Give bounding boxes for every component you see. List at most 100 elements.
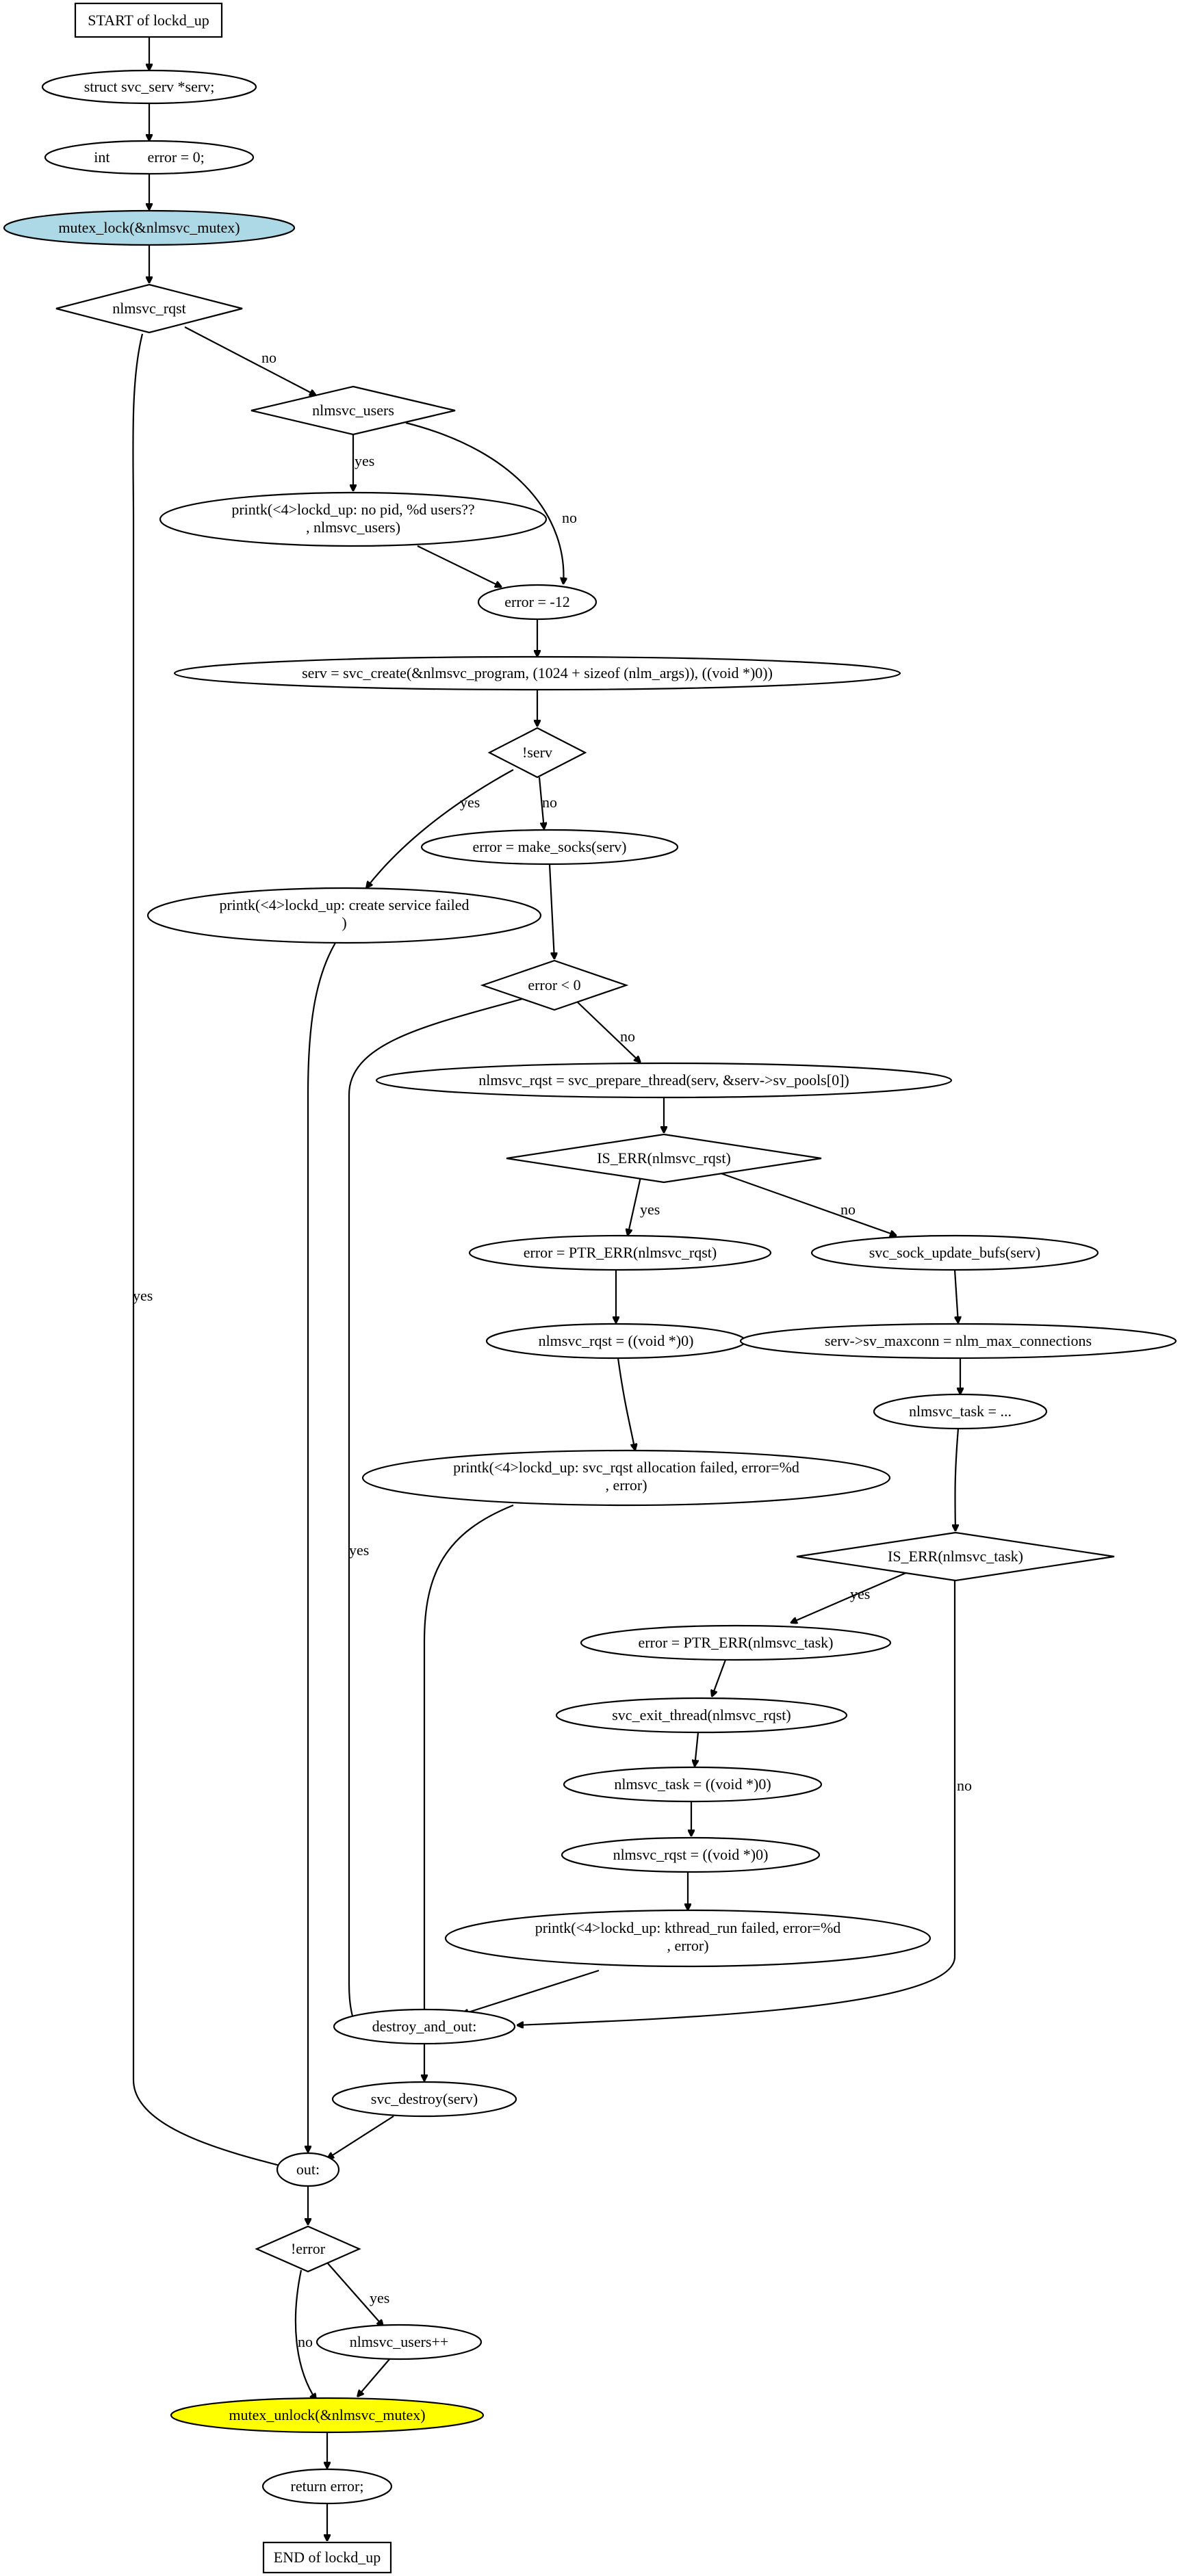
- svg-text:mutex_unlock(&nlmsvc_mutex): mutex_unlock(&nlmsvc_mutex): [229, 2406, 425, 2423]
- edge-label-serv-yes: yes: [460, 794, 480, 811]
- edge-if-not-error-unlock: [294, 2269, 316, 2400]
- edge-exit-task-null: [695, 1732, 699, 1767]
- node-if-is-err-task: IS_ERR(nlmsvc_task): [796, 1531, 1115, 1582]
- svg-text:out:: out:: [296, 2161, 320, 2178]
- node-svc-create: serv = svc_create(&nlmsvc_program, (1024…: [173, 655, 901, 691]
- edge-printk-failed-out: [308, 942, 336, 2152]
- edge-printk-error12: [417, 545, 502, 587]
- node-printk-kthread-failed: printk(<4>lockd_up: kthread_run failed, …: [444, 1909, 932, 1968]
- svg-text:printk(<4>lockd_up: no pid, %d: printk(<4>lockd_up: no pid, %d users??: [231, 501, 474, 518]
- svg-text:): ): [342, 914, 346, 931]
- svg-text:printk(<4>lockd_up: create ser: printk(<4>lockd_up: create service faile…: [219, 896, 469, 913]
- node-prepare-thread: nlmsvc_rqst = svc_prepare_thread(serv, &…: [375, 1062, 953, 1099]
- node-return-error: return error;: [261, 2468, 393, 2505]
- svg-text:nlmsvc_rqst: nlmsvc_rqst: [112, 300, 186, 317]
- svg-text:nlmsvc_task = ...: nlmsvc_task = ...: [909, 1403, 1012, 1420]
- edge-if-istask-destroy: [517, 1578, 956, 2025]
- edge-svc-destroy-out: [327, 2116, 394, 2159]
- node-if-serv: !serv: [487, 727, 587, 779]
- node-printk-no-pid: printk(<4>lockd_up: no pid, %d users?? ,…: [159, 491, 548, 547]
- edge-if-istask-ptr-err-task: [791, 1568, 914, 1623]
- svg-text:, error): , error): [667, 1937, 708, 1954]
- svg-text:mutex_lock(&nlmsvc_mutex): mutex_lock(&nlmsvc_mutex): [58, 219, 240, 236]
- node-if-nlmsvc-rqst: nlmsvc_rqst: [55, 283, 243, 334]
- svg-text:serv = svc_create(&nlmsvc_prog: serv = svc_create(&nlmsvc_program, (1024…: [302, 664, 773, 681]
- svg-text:int error = 0;: int error = 0;: [94, 148, 205, 166]
- svg-text:error = make_socks(serv): error = make_socks(serv): [473, 838, 627, 855]
- svg-text:return error;: return error;: [291, 2477, 364, 2495]
- node-mutex-unlock: mutex_unlock(&nlmsvc_mutex): [170, 2397, 485, 2434]
- svg-text:, error): , error): [605, 1476, 647, 1494]
- edge-label-rqst-no: no: [261, 349, 277, 366]
- node-printk-create-failed: printk(<4>lockd_up: create service faile…: [146, 887, 542, 944]
- node-rqst-null-1: nlmsvc_rqst = ((void *)0): [485, 1323, 747, 1359]
- edge-label-noterr-yes: yes: [370, 2289, 389, 2306]
- node-ptr-err-rqst: error = PTR_ERR(nlmsvc_rqst): [468, 1234, 772, 1271]
- node-nlmsvc-task: nlmsvc_task = ...: [873, 1393, 1048, 1430]
- node-mutex-lock: mutex_lock(&nlmsvc_mutex): [3, 209, 296, 246]
- svg-text:START of lockd_up: START of lockd_up: [88, 12, 209, 29]
- node-destroy-and-out: destroy_and_out:: [333, 2008, 516, 2045]
- svg-text:error = -12: error = -12: [504, 593, 569, 610]
- node-if-is-err-rqst: IS_ERR(nlmsvc_rqst): [506, 1133, 822, 1184]
- svg-text:svc_sock_update_bufs(serv): svc_sock_update_bufs(serv): [869, 1244, 1041, 1261]
- node-if-nlmsvc-users: nlmsvc_users: [250, 385, 456, 436]
- edge-make-socks-if-errlt0: [548, 863, 554, 959]
- edge-task-if-istask: [955, 1428, 960, 1531]
- edge-label-users-yes: yes: [355, 452, 374, 469]
- edge-if-not-error-users-inc: [326, 2262, 383, 2326]
- svg-text:nlmsvc_users++: nlmsvc_users++: [350, 2333, 449, 2350]
- svg-text:destroy_and_out:: destroy_and_out:: [372, 2018, 477, 2035]
- svg-text:nlmsvc_rqst = ((void *)0): nlmsvc_rqst = ((void *)0): [539, 1332, 694, 1349]
- edge-label-noterr-no: no: [298, 2333, 313, 2350]
- node-end: END of lockd_up: [262, 2541, 392, 2574]
- edge-if-users-error12: [405, 421, 563, 584]
- svg-text:, nlmsvc_users): , nlmsvc_users): [306, 519, 400, 536]
- svg-text:printk(<4>lockd_up: svc_rqst a: printk(<4>lockd_up: svc_rqst allocation …: [453, 1459, 799, 1476]
- nodes: START of lockd_up struct svc_serv *serv;…: [3, 2, 1177, 2574]
- edge-label-errlt0-yes: yes: [349, 1541, 369, 1559]
- node-svc-destroy: svc_destroy(serv): [331, 2081, 517, 2118]
- edge-ptr-err-task-exit: [712, 1659, 727, 1697]
- node-decl-serv: struct svc_serv *serv;: [41, 69, 257, 105]
- edge-printk-kthread-destroy: [462, 1969, 600, 2014]
- node-if-error-lt0: error < 0: [480, 959, 629, 1011]
- edge-label-users-no: no: [562, 509, 577, 526]
- node-printk-alloc-failed: printk(<4>lockd_up: svc_rqst allocation …: [361, 1449, 891, 1507]
- svg-text:IS_ERR(nlmsvc_task): IS_ERR(nlmsvc_task): [888, 1548, 1023, 1565]
- svg-text:nlmsvc_rqst = svc_prepare_thre: nlmsvc_rqst = svc_prepare_thread(serv, &…: [478, 1071, 849, 1089]
- edge-label-serv-no: no: [542, 794, 557, 811]
- svg-text:struct svc_serv *serv;: struct svc_serv *serv;: [84, 78, 215, 95]
- edge-label-errlt0-no: no: [620, 1028, 635, 1045]
- node-out: out:: [276, 2152, 340, 2187]
- edge-printk-alloc-destroy: [424, 1504, 514, 2025]
- svg-text:printk(<4>lockd_up: kthread_ru: printk(<4>lockd_up: kthread_run failed, …: [535, 1919, 841, 1936]
- node-exit-thread: svc_exit_thread(nlmsvc_rqst): [555, 1697, 848, 1734]
- svg-text:error < 0: error < 0: [528, 976, 580, 993]
- svg-text:END of lockd_up: END of lockd_up: [274, 2549, 381, 2566]
- node-decl-error: int error = 0;: [44, 140, 255, 175]
- node-if-not-error: !error: [255, 2225, 361, 2273]
- edge-label-rqst-yes: yes: [133, 1287, 153, 1304]
- svg-text:IS_ERR(nlmsvc_rqst): IS_ERR(nlmsvc_rqst): [597, 1149, 731, 1167]
- node-task-null: nlmsvc_task = ((void *)0): [563, 1766, 823, 1803]
- edge-users-inc-unlock: [357, 2358, 391, 2397]
- edge-label-istask-yes: yes: [850, 1585, 870, 1602]
- svg-text:svc_exit_thread(nlmsvc_rqst): svc_exit_thread(nlmsvc_rqst): [612, 1706, 791, 1723]
- edge-sock-update-maxconn: [953, 1269, 958, 1323]
- edge-if-serv-printk-failed: [366, 769, 514, 888]
- node-ptr-err-task: error = PTR_ERR(nlmsvc_task): [580, 1624, 892, 1661]
- node-sock-update: svc_sock_update_bufs(serv): [810, 1234, 1099, 1271]
- edge-if-isrqst-sock-update: [715, 1170, 897, 1236]
- edge-if-errlt0-destroy: [348, 996, 528, 2027]
- svg-text:serv->sv_maxconn = nlm_max_con: serv->sv_maxconn = nlm_max_connections: [825, 1332, 1092, 1349]
- node-maxconn: serv->sv_maxconn = nlm_max_connections: [739, 1323, 1177, 1359]
- edge-if-rqst-out: [132, 333, 287, 2168]
- edge-rqst-null-printk-alloc: [617, 1357, 635, 1450]
- node-make-socks: error = make_socks(serv): [420, 829, 679, 866]
- edge-if-serv-make-socks: [538, 777, 544, 829]
- svg-text:nlmsvc_users: nlmsvc_users: [312, 402, 394, 419]
- svg-text:error = PTR_ERR(nlmsvc_task): error = PTR_ERR(nlmsvc_task): [639, 1634, 834, 1651]
- svg-text:nlmsvc_task = ((void *)0): nlmsvc_task = ((void *)0): [614, 1775, 771, 1793]
